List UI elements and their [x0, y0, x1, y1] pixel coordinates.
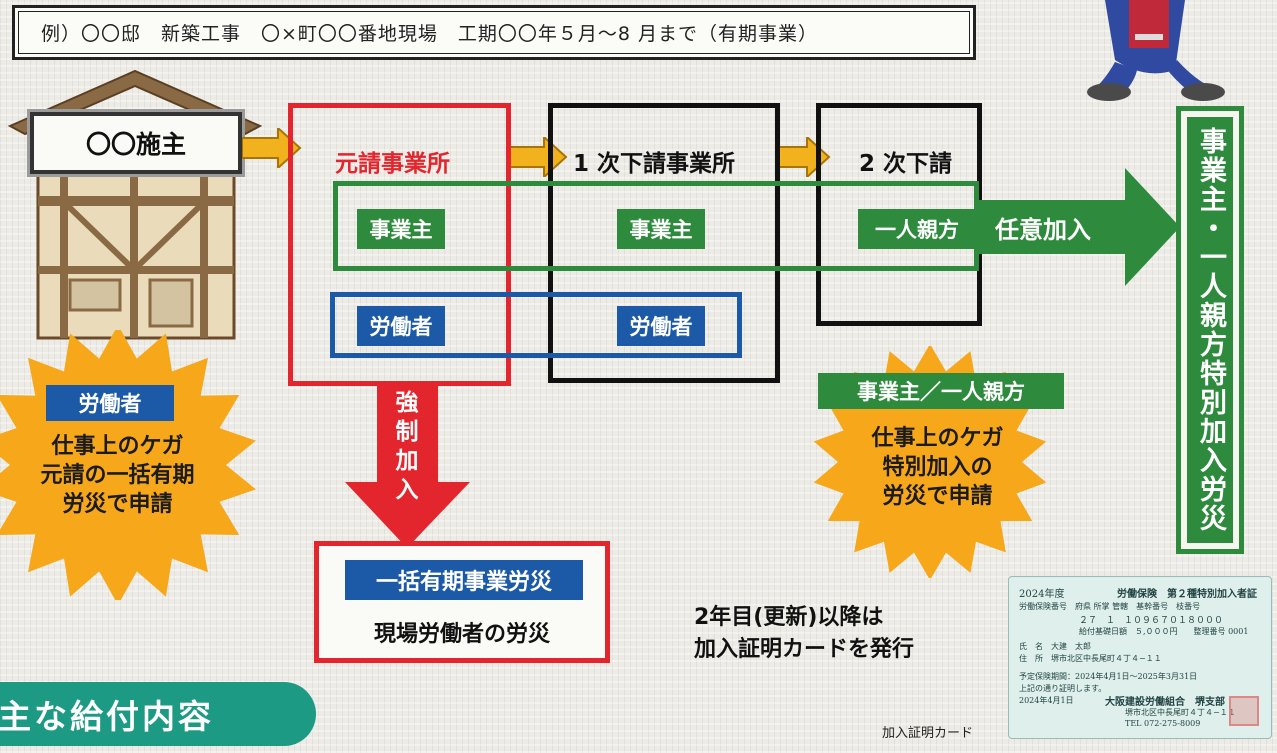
mascot-illustration — [1087, 0, 1225, 101]
prime-worker-label: 労働者 — [357, 306, 445, 346]
sub1-title: 1 次下請事業所 — [573, 151, 736, 177]
worker-burst-line-3: 労災で申請 — [62, 492, 173, 517]
prime-contractor-box — [288, 103, 511, 386]
worker-burst-line-2: 元請の一括有期 — [40, 463, 195, 488]
owner-box: 〇〇施主 — [30, 112, 242, 174]
benefit-section-tab: 主な給付内容 — [0, 682, 316, 746]
card-name: 氏 名 大建 太郎 — [1019, 642, 1091, 651]
card-caption: 加入証明カード — [882, 726, 974, 741]
sub2-title: 2 次下請 — [859, 151, 953, 177]
card-year: 2024年度 — [1019, 589, 1065, 600]
example-header: 例）〇〇邸 新築工事 〇×町〇〇番地現場 工期〇〇年５月〜8 月まで（有期事業） — [12, 5, 976, 60]
card-period: 予定保険期間：2024年4月1日〜2025年3月31日 — [1019, 672, 1198, 681]
prime-title: 元請事業所 — [335, 151, 450, 177]
employer-row-outline — [333, 181, 979, 271]
worker-badge: 労働者 — [46, 385, 174, 421]
membership-card: 2024年度 労働保険 第２種特別加入者証 労働保険番号 府県 所掌 管轄 基幹… — [1008, 576, 1272, 739]
card-base: 給付基礎日額 ５,０００円 整理番号 0001 — [1079, 627, 1249, 636]
employer-badge: 事業主／一人親方 — [818, 373, 1064, 409]
card-labels: 労働保険番号 府県 所掌 管轄 基幹番号 枝番号 — [1019, 602, 1201, 611]
card-certify: 上記の通り証明します。 — [1019, 684, 1107, 693]
prime-employer-label: 事業主 — [357, 209, 445, 249]
optional-join-label: 任意加入 — [995, 216, 1091, 244]
mandatory-join-arrow — [345, 386, 470, 548]
card-address: 住 所 堺市北区中長尾町４丁４−１１ — [1019, 654, 1162, 663]
card-union: 大阪建設労働組合 堺支部 — [1105, 697, 1225, 708]
house-illustration — [7, 69, 263, 340]
owner-label: 〇〇施主 — [85, 130, 186, 159]
card-header: 労働保険 第２種特別加入者証 — [1117, 589, 1257, 600]
worker-row-outline — [330, 292, 742, 358]
worker-burst-text: 仕事上のケガ 元請の一括有期 労災で申請 — [0, 432, 235, 519]
card-tel: TEL 072-275-8009 — [1125, 719, 1201, 728]
benefit-tab-label: 主な給付内容 — [0, 697, 214, 736]
renewal-line-2: 加入証明カードを発行 — [694, 637, 915, 662]
lump-sum-subtitle: 現場労働者の労災 — [373, 622, 550, 647]
employer-burst-text: 仕事上のケガ 特別加入の 労災で申請 — [815, 424, 1060, 511]
card-number: ２７ １ １０９６７０１８０００ — [1079, 616, 1224, 626]
special-join-label: 事業主・一人親方特別加入労災 — [1187, 117, 1233, 543]
lump-sum-box: 一括有期事業労災 現場労働者の労災 — [314, 541, 610, 663]
sub1-employer-label: 事業主 — [617, 209, 705, 249]
employer-burst-line-2: 特別加入の — [882, 455, 993, 480]
sub1-box — [548, 103, 780, 383]
renewal-line-1: 2年目(更新)以降は — [694, 605, 884, 630]
sub2-oneman-label: 一人親方 — [858, 209, 976, 249]
lump-sum-title: 一括有期事業労災 — [345, 560, 583, 600]
mandatory-join-label: 強制加入 — [395, 390, 419, 503]
employer-burst-line-1: 仕事上のケガ — [871, 426, 1004, 451]
card-union-address: 堺市北区中長尾町４丁４−１１ — [1125, 708, 1236, 717]
card-seal-stamp — [1229, 696, 1259, 726]
renewal-note: 2年目(更新)以降は 加入証明カードを発行 — [694, 602, 914, 666]
optional-join-arrow — [975, 168, 1180, 286]
employer-burst-line-3: 労災で申請 — [882, 484, 993, 509]
special-join-box: 事業主・一人親方特別加入労災 — [1176, 106, 1244, 554]
worker-burst-line-1: 仕事上のケガ — [51, 434, 184, 459]
example-text: 例）〇〇邸 新築工事 〇×町〇〇番地現場 工期〇〇年５月〜8 月まで（有期事業） — [41, 23, 819, 45]
card-issued: 2024年4月1日 — [1019, 696, 1074, 705]
sub1-worker-label: 労働者 — [617, 306, 705, 346]
